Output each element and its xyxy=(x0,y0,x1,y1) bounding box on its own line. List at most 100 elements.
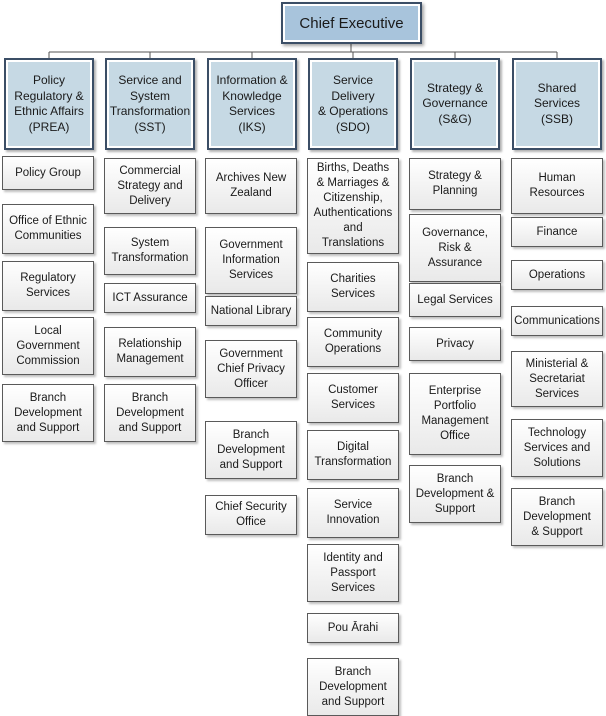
unit-line: Digital xyxy=(337,441,369,453)
unit-line: Resources xyxy=(529,187,585,199)
branch-head-line: & Operations xyxy=(317,104,389,118)
unit-line: Government xyxy=(219,239,283,251)
unit-line: Authentications xyxy=(313,207,393,219)
branch-head-line: Transformation xyxy=(109,104,191,118)
unit-line: Technology xyxy=(527,426,587,439)
branch-head-line: Shared Services xyxy=(533,80,580,111)
unit-box: Governance,Risk &Assurance xyxy=(409,214,501,282)
unit-line: Services xyxy=(228,269,274,281)
unit-text: National Library xyxy=(211,304,292,319)
unit-text: Legal Services xyxy=(417,293,492,308)
unit-line: Privacy xyxy=(436,337,474,350)
unit-line: Development xyxy=(217,443,285,456)
unit-line: Commission xyxy=(16,354,80,367)
unit-line: & Support xyxy=(531,525,583,538)
chief-executive-box: Chief Executive xyxy=(281,2,422,44)
unit-line: Strategy & xyxy=(428,170,482,182)
branch-head-4: Strategy &Governance(S&G) xyxy=(410,58,500,150)
unit-line: Office xyxy=(440,430,470,442)
unit-line: Births, Deaths xyxy=(316,162,390,174)
unit-box: Privacy xyxy=(409,327,501,361)
unit-line: Transformation xyxy=(111,252,189,264)
unit-line: Identity and xyxy=(323,551,383,564)
unit-line: & Marriages & xyxy=(316,177,390,189)
unit-line: and Support xyxy=(118,421,182,434)
unit-line: Portfolio xyxy=(433,400,477,412)
unit-line: Finance xyxy=(536,225,578,238)
unit-line: Development xyxy=(14,406,82,419)
unit-line: Innovation xyxy=(326,514,380,526)
branch-head-line: Policy xyxy=(32,73,65,87)
branch-head-line: Service and xyxy=(118,73,182,87)
unit-line: Commercial xyxy=(119,164,181,177)
unit-line: Services xyxy=(330,399,376,411)
branch-head-line: System xyxy=(129,88,170,103)
unit-line: Zealand xyxy=(230,187,272,199)
unit-line: Governance, xyxy=(422,226,488,239)
unit-line: Secretariat xyxy=(529,372,585,385)
unit-line: Office of Ethnic xyxy=(9,215,87,227)
unit-line: Operations xyxy=(324,343,382,355)
unit-box: Legal Services xyxy=(409,283,501,317)
unit-line: Assurance xyxy=(427,256,483,269)
unit-line: and Support xyxy=(16,421,80,434)
unit-line: Policy Group xyxy=(15,166,81,179)
unit-line: and Translations xyxy=(321,222,385,249)
branch-head-line: (IKS) xyxy=(238,119,266,134)
unit-line: Ministerial & xyxy=(525,357,589,370)
unit-line: Branch xyxy=(334,665,372,678)
unit-line: and Support xyxy=(321,695,385,708)
branch-head-3: Service Delivery& Operations(SDO) xyxy=(308,58,398,150)
branch-head-line: Information & xyxy=(216,73,288,87)
branch-head-5: Shared Services(SSB) xyxy=(512,58,602,150)
unit-line: Regulatory xyxy=(20,272,76,284)
unit-box: Operations xyxy=(511,260,603,290)
unit-line: Branch xyxy=(232,428,270,441)
branch-head-text: Shared Services(SSB) xyxy=(517,81,597,128)
unit-line: Management xyxy=(421,415,489,427)
unit-line: Solutions xyxy=(533,456,581,469)
branch-head-line: Knowledge xyxy=(222,88,282,103)
unit-box: Strategy & Planning xyxy=(409,158,501,210)
unit-box: Pou Ārahi xyxy=(307,613,399,643)
unit-line: Service xyxy=(333,499,373,511)
unit-line: Communications xyxy=(514,314,600,327)
branch-head-line: Strategy & xyxy=(426,80,484,95)
unit-line: Development xyxy=(319,680,387,693)
unit-line: Planning xyxy=(432,185,478,197)
unit-box: Policy Group xyxy=(2,156,94,190)
unit-text: Strategy & Planning xyxy=(428,169,482,199)
unit-box: National Library xyxy=(205,296,297,326)
unit-line: National Library xyxy=(210,304,292,317)
unit-line: Transformation xyxy=(314,456,392,468)
